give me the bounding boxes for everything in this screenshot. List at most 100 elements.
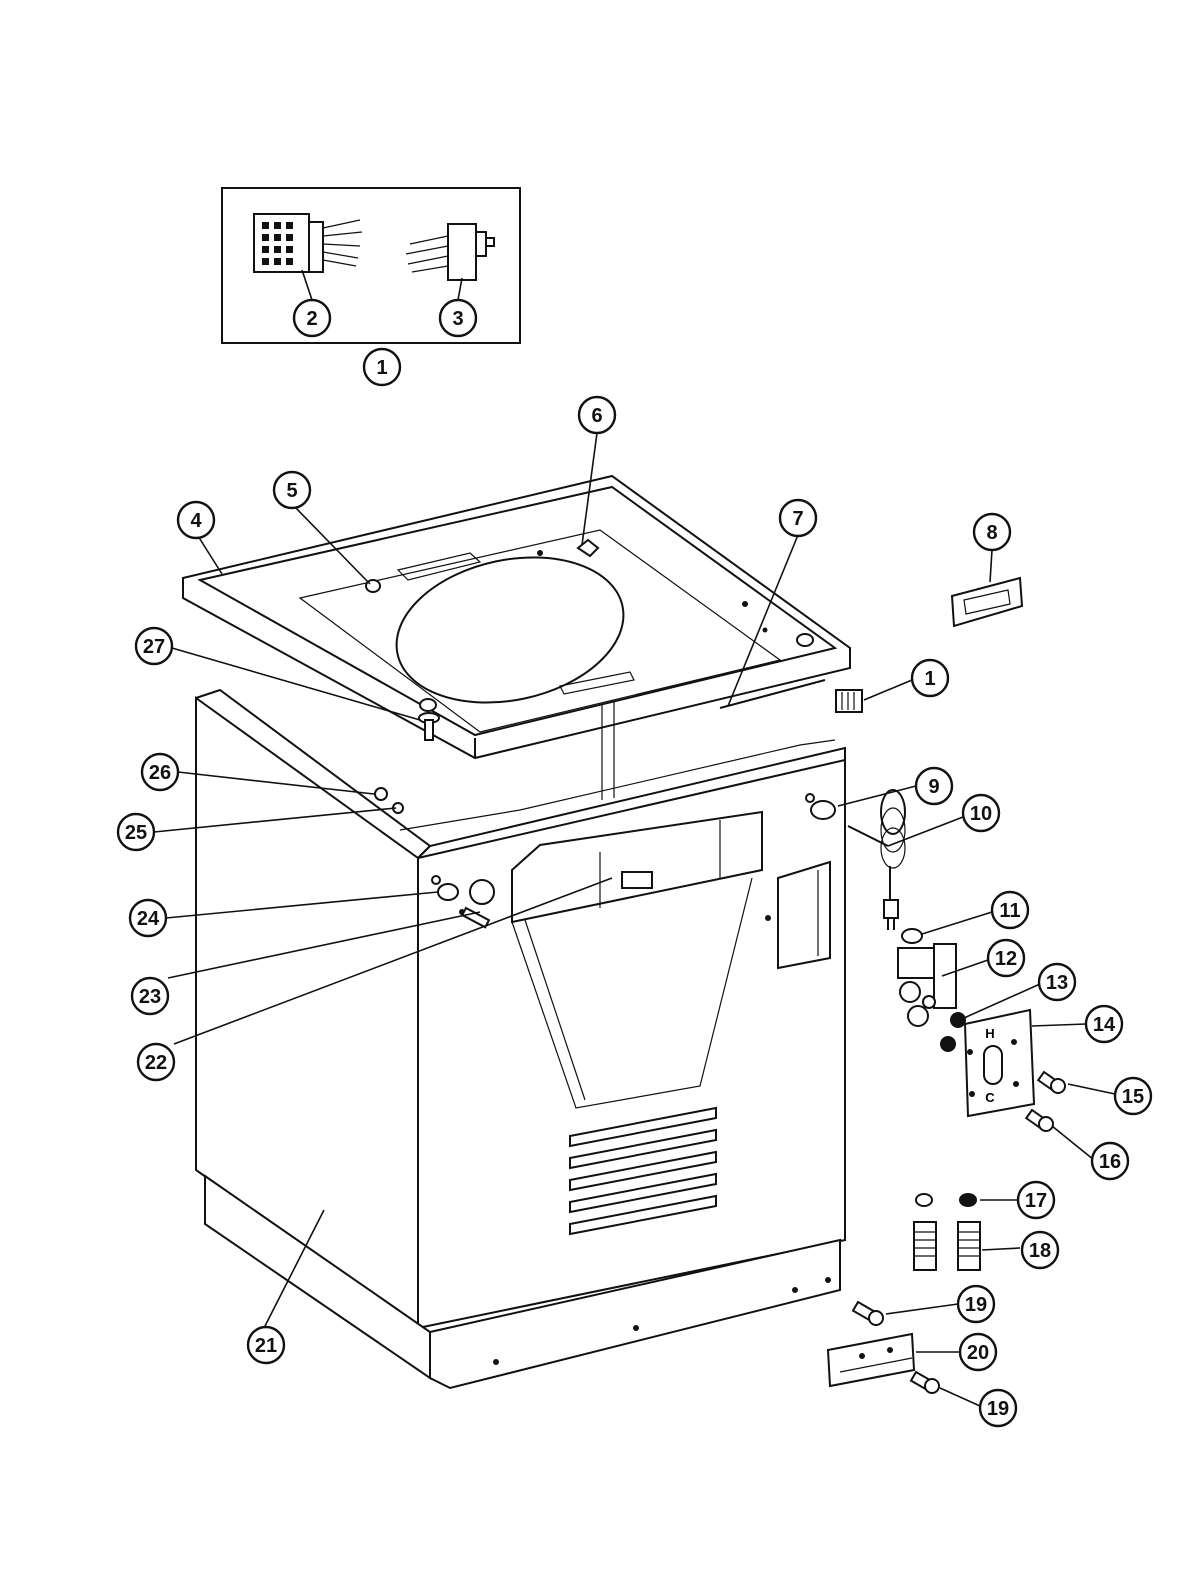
connector-large-icon (253, 213, 363, 273)
callout-26: 26 (140, 752, 180, 792)
callout-number: 9 (928, 776, 939, 798)
callout-circle (134, 626, 174, 666)
callout-21: 21 (246, 1325, 286, 1365)
callout-circle (978, 1388, 1018, 1428)
callout-number: 22 (145, 1052, 167, 1074)
callout-circle (176, 500, 216, 540)
callout-27: 27 (134, 626, 174, 666)
plate-slot (983, 1045, 1003, 1085)
callout-number: 21 (255, 1335, 277, 1357)
callout-circle (128, 898, 168, 938)
screw-icon (1024, 1108, 1054, 1132)
callout-circle (136, 1042, 176, 1082)
callout-circle (990, 890, 1030, 930)
callout-number: 6 (591, 405, 602, 427)
tub-opening (395, 556, 625, 704)
callout-16: 16 (1090, 1141, 1130, 1181)
callout-number: 17 (1025, 1190, 1047, 1212)
grommet-icon (810, 800, 836, 820)
callout-circle (272, 470, 312, 510)
callout-number: 19 (987, 1398, 1009, 1420)
callout-number: 7 (792, 508, 803, 530)
hose-bracket-plate: H C (963, 1008, 1036, 1118)
callout-number: 14 (1093, 1014, 1116, 1036)
callout-circle (130, 976, 170, 1016)
label-plate-icon (950, 576, 1024, 628)
callout-25: 25 (116, 812, 156, 852)
power-cord-icon (847, 789, 906, 930)
callout-circle (1037, 962, 1077, 1002)
callout-17: 17 (1016, 1180, 1056, 1220)
leader-lines (153, 269, 1116, 1407)
callout-number: 24 (137, 908, 160, 930)
callout-number: 5 (286, 480, 297, 502)
vent-louvers (569, 1106, 717, 1236)
callout-number: 10 (970, 803, 992, 825)
callout-18: 18 (1020, 1230, 1060, 1270)
callout-number: 1 (924, 668, 935, 690)
clip-icon (576, 538, 600, 558)
wire-tie (719, 679, 826, 709)
callout-24: 24 (128, 898, 168, 938)
callout-number: 27 (143, 636, 165, 658)
callout-circle (972, 512, 1012, 552)
callout-7: 7 (778, 498, 818, 538)
callout-5: 5 (272, 470, 312, 510)
callout-23: 23 (130, 976, 170, 1016)
top-cover (182, 474, 851, 760)
callout-circle (1020, 1230, 1060, 1270)
leveling-bracket-icon (826, 1332, 916, 1388)
callout-9: 9 (914, 766, 954, 806)
callout-circle (1084, 1004, 1124, 1044)
callout-number: 26 (149, 762, 171, 784)
callout-number: 18 (1029, 1240, 1051, 1262)
screw-icon (851, 1300, 884, 1326)
callout-number: 8 (986, 522, 997, 544)
callout-6: 6 (577, 395, 617, 435)
callout-4: 4 (176, 500, 216, 540)
console-housing (511, 810, 763, 1109)
callout-circle (1090, 1141, 1130, 1181)
inset-frame (221, 187, 521, 344)
callout-circle (961, 793, 1001, 833)
callout-1b: 1 (910, 658, 950, 698)
callout-circle (910, 658, 950, 698)
callout-19a: 19 (956, 1284, 996, 1324)
cabinet (195, 688, 846, 1390)
hot-mark: H (985, 1026, 994, 1041)
harness-inset (221, 187, 521, 344)
callout-circle (1016, 1180, 1056, 1220)
screw-icon (418, 712, 440, 741)
toe-kick (204, 1174, 841, 1390)
callout-circle (956, 1284, 996, 1324)
hose-icon (913, 1221, 981, 1271)
callout-number: 2 (306, 308, 317, 330)
callout-22: 22 (136, 1042, 176, 1082)
callout-circle (116, 812, 156, 852)
connector-block-icon (835, 689, 863, 713)
bolt-icon (460, 906, 491, 929)
callout-circle (577, 395, 617, 435)
callout-number: 23 (139, 986, 161, 1008)
callout-number: 3 (452, 308, 463, 330)
callout-circle (986, 938, 1026, 978)
callout-circle (362, 347, 402, 387)
screw-icon (909, 1370, 940, 1394)
callout-circle (914, 766, 954, 806)
callout-1a: 1 (362, 347, 402, 387)
callout-number: 15 (1122, 1086, 1144, 1108)
callout-number: 4 (190, 510, 202, 532)
spring-icon (437, 883, 459, 901)
callout-circle (778, 498, 818, 538)
callout-19b: 19 (978, 1388, 1018, 1428)
callout-number: 13 (1046, 972, 1068, 994)
callout-circle (246, 1325, 286, 1365)
callout-14: 14 (1084, 1004, 1124, 1044)
callout-20: 20 (958, 1332, 998, 1372)
callout-12: 12 (986, 938, 1026, 978)
connector-small-icon (405, 223, 495, 281)
washer-icon (915, 1193, 977, 1207)
callout-15: 15 (1113, 1076, 1153, 1116)
